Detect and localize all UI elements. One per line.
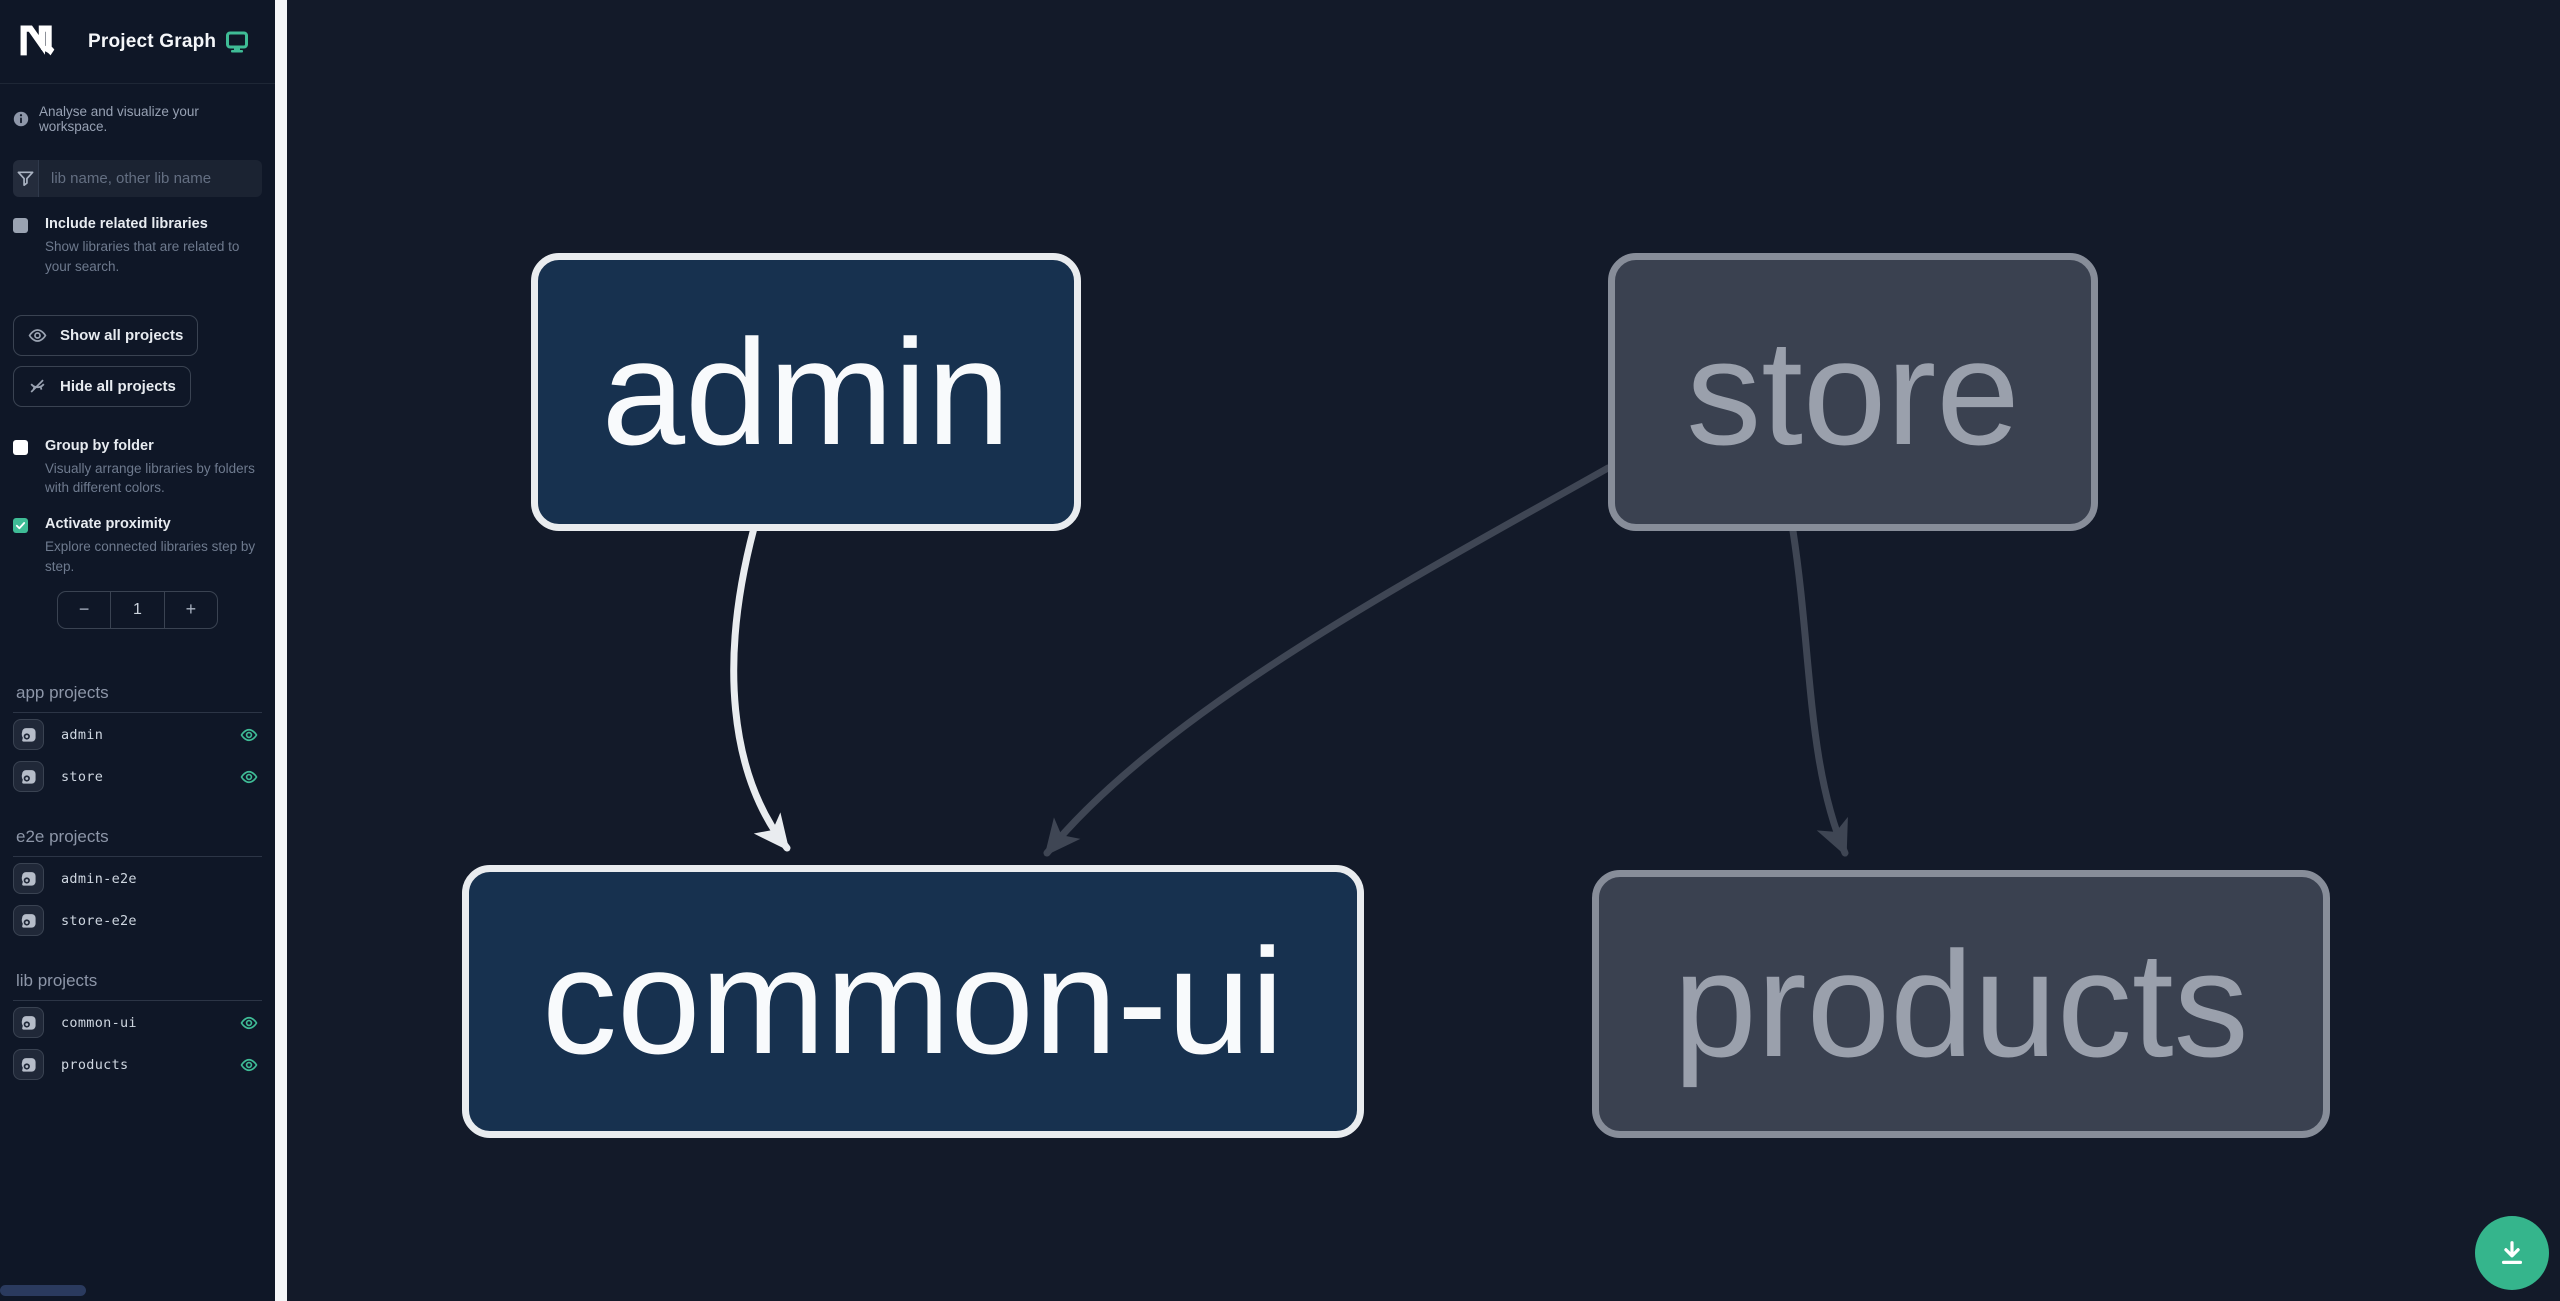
include-related-checkbox[interactable] (13, 218, 28, 233)
show-all-label: Show all projects (60, 326, 184, 344)
group-by-folder-row: Group by folder Visually arrange librari… (0, 438, 275, 499)
focus-icon (20, 1014, 37, 1031)
group-by-folder-checkbox[interactable] (13, 439, 28, 455)
focus-icon (20, 912, 37, 929)
proximity-value: 1 (110, 591, 165, 628)
sidebar: Project Graph Analyse and visualize your… (0, 0, 275, 1301)
filter-funnel-icon (16, 169, 35, 188)
activate-proximity-label: Activate proximity (45, 516, 171, 533)
section-title-e2e-projects: e2e projects (16, 826, 109, 846)
edges-svg (730, 464, 1849, 857)
focus-icon (20, 1056, 37, 1073)
project-name: products (61, 1056, 129, 1073)
focus-project-button[interactable] (13, 863, 44, 895)
focus-project-button[interactable] (13, 761, 44, 793)
section-rule (13, 711, 262, 713)
section-rule (13, 999, 262, 1001)
eye-icon (28, 326, 47, 345)
include-related-row: Include related libraries Show libraries… (0, 216, 275, 277)
info-icon (13, 111, 29, 127)
sidebar-header: Project Graph (0, 0, 275, 84)
proximity-increment-button[interactable]: + (165, 592, 217, 628)
section-title-lib-projects: lib projects (16, 970, 98, 990)
filter-input[interactable] (39, 160, 262, 197)
project-name: store-e2e (61, 912, 137, 929)
activate-proximity-description: Explore connected libraries step by step… (45, 539, 256, 574)
focus-project-button[interactable] (13, 1007, 44, 1039)
horizontal-scrollbar-thumb[interactable] (0, 1285, 86, 1296)
project-row-common-ui: common-ui (0, 1003, 275, 1043)
graph-node-common-ui[interactable]: common-ui (462, 865, 1364, 1138)
project-name: admin (61, 726, 104, 743)
proximity-decrement-button[interactable]: − (58, 592, 110, 628)
hide-all-projects-button[interactable]: Hide all projects (13, 365, 191, 407)
save-image-button[interactable] (2475, 1216, 2549, 1290)
focus-project-button[interactable] (13, 905, 44, 937)
funnel-cell (13, 160, 39, 197)
monitor-icon[interactable] (225, 30, 249, 54)
include-related-label: Include related libraries (45, 216, 208, 232)
project-row-store-e2e: store-e2e (0, 901, 275, 941)
show-all-projects-button[interactable]: Show all projects (13, 314, 199, 356)
proximity-stepper: − 1 + (57, 590, 218, 629)
project-row-products: products (0, 1045, 275, 1085)
group-by-folder-label: Group by folder (45, 437, 154, 454)
visibility-eye-icon[interactable] (240, 768, 258, 786)
edge-admin-to-common-ui (730, 524, 791, 852)
project-name: store (61, 768, 104, 785)
nx-logo-icon (20, 24, 55, 55)
checkmark-icon (15, 520, 26, 531)
hide-all-label: Hide all projects (60, 377, 176, 395)
visibility-eye-icon[interactable] (240, 1056, 258, 1074)
activate-proximity-row: Activate proximity Explore connected lib… (0, 516, 275, 577)
project-name: admin-e2e (61, 870, 137, 887)
focus-project-button[interactable] (13, 719, 44, 751)
tagline: Analyse and visualize your workspace. (13, 104, 262, 134)
graph-canvas[interactable]: admin store common-ui products (287, 0, 2560, 1301)
project-row-admin-e2e: admin-e2e (0, 859, 275, 899)
group-by-folder-description: Visually arrange libraries by folders wi… (45, 460, 255, 496)
download-icon (2497, 1238, 2527, 1268)
edge-store-to-common-ui (1043, 464, 1612, 857)
focus-icon (20, 726, 37, 743)
project-name: common-ui (61, 1014, 137, 1031)
focus-icon (20, 768, 37, 785)
visibility-eye-icon[interactable] (240, 726, 258, 744)
page-title: Project Graph (88, 30, 217, 52)
project-row-store: store (0, 757, 275, 797)
tagline-text: Analyse and visualize your workspace. (39, 104, 199, 134)
focus-icon (20, 870, 37, 887)
edge-store-to-products (1789, 527, 1849, 857)
graph-node-admin[interactable]: admin (531, 253, 1081, 531)
filter-box (13, 160, 262, 197)
project-row-admin: admin (0, 715, 275, 755)
graph-node-products[interactable]: products (1592, 870, 2330, 1138)
focus-project-button[interactable] (13, 1049, 44, 1081)
include-related-description: Show libraries that are related to your … (45, 239, 240, 274)
graph-node-store[interactable]: store (1608, 253, 2098, 531)
sidebar-scrollbar[interactable] (275, 0, 287, 1301)
visibility-eye-icon[interactable] (240, 1014, 258, 1032)
activate-proximity-checkbox[interactable] (13, 518, 28, 534)
section-rule (13, 855, 262, 857)
section-title-app-projects: app projects (16, 682, 109, 702)
eye-off-icon (28, 377, 47, 396)
